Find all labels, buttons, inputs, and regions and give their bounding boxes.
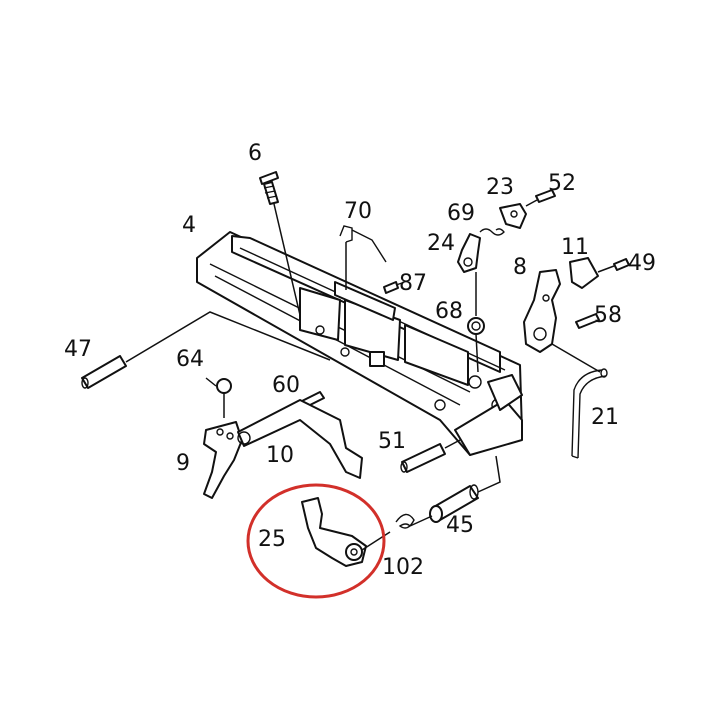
spring-part-64: [205, 377, 232, 418]
spring-part-69: [479, 228, 505, 236]
label-part-102: 102: [382, 555, 424, 580]
highlight-circle: [246, 483, 386, 599]
label-part-52: 52: [548, 171, 576, 196]
pin-part-47: [81, 311, 331, 389]
spring-part-70: [339, 225, 387, 290]
label-part-87: 87: [399, 271, 427, 296]
spring-part-102: [395, 513, 433, 529]
label-part-58: 58: [594, 303, 622, 328]
pin-part-51: [400, 439, 461, 473]
label-part-8: 8: [513, 255, 527, 280]
trigger-bar-part-10: [237, 399, 363, 479]
label-part-21: 21: [591, 405, 619, 430]
part-11: [569, 257, 615, 289]
label-part-10: 10: [266, 443, 294, 468]
part-68: [467, 317, 485, 373]
label-part-70: 70: [344, 199, 372, 224]
label-part-23: 23: [486, 175, 514, 200]
screw-part-6: [259, 171, 301, 316]
part-24: [457, 233, 481, 316]
pin-part-87: [383, 281, 403, 294]
part-45: [429, 455, 501, 523]
label-part-6: 6: [248, 141, 262, 166]
label-part-9: 9: [176, 451, 190, 476]
pin-part-49: [613, 258, 630, 271]
label-part-11: 11: [561, 235, 589, 260]
label-part-45: 45: [446, 513, 474, 538]
pin-part-52: [525, 189, 556, 207]
part-25: [301, 497, 391, 567]
label-part-47: 47: [64, 337, 92, 362]
label-part-49: 49: [628, 251, 656, 276]
trigger-part-9: [203, 421, 243, 499]
label-part-60: 60: [272, 373, 300, 398]
part-23: [499, 203, 527, 229]
pin-part-58: [575, 313, 600, 329]
spring-part-21: [571, 368, 608, 459]
label-part-64: 64: [176, 347, 204, 372]
label-part-25: 25: [258, 527, 286, 552]
label-part-68: 68: [435, 299, 463, 324]
label-part-69: 69: [447, 201, 475, 226]
label-part-24: 24: [427, 231, 455, 256]
hammer-part-8: [523, 269, 601, 373]
label-part-4: 4: [182, 213, 196, 238]
frame-part-4: [196, 231, 523, 456]
label-part-51: 51: [378, 429, 406, 454]
